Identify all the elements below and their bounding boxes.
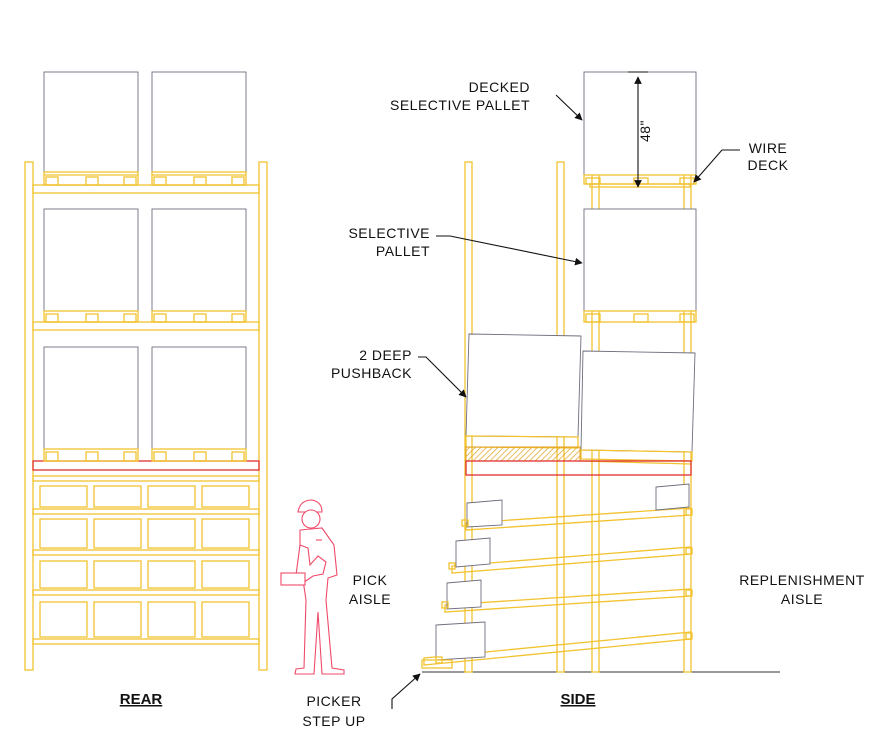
pick-aisle-label-2: AISLE (349, 591, 391, 607)
selective-label-1: SELECTIVE (348, 225, 430, 241)
rear-uprights (24, 161, 268, 671)
person-figure (280, 499, 345, 675)
pushback-label-2: PUSHBACK (331, 365, 412, 381)
selective-label-2: PALLET (376, 243, 430, 259)
decked-label-1: DECKED (469, 79, 530, 95)
replenishment-label-1: REPLENISHMENT (739, 572, 865, 588)
side-carton-flow (423, 483, 693, 666)
dimension-48: 48" (637, 120, 653, 142)
rear-red-beam (32, 460, 260, 471)
rear-low-pallets (43, 346, 247, 462)
side-red-beam (465, 460, 692, 476)
pick-aisle-label-1: PICK (353, 572, 388, 588)
rear-view (24, 71, 268, 671)
rear-beams (32, 184, 260, 645)
side-decked-pallet (583, 71, 697, 188)
rear-carton-grid (39, 485, 250, 638)
wire-deck-label-2: DECK (748, 157, 789, 173)
wire-deck-label-1: WIRE (749, 140, 788, 156)
labels: REAR SIDE DECKED SELECTIVE PALLET 48" WI… (120, 79, 865, 729)
pushback-label-1: 2 DEEP (359, 347, 412, 363)
decked-label-2: SELECTIVE PALLET (390, 97, 530, 113)
rear-mid-pallets (43, 208, 247, 323)
picker-step-up (421, 659, 453, 669)
leader-lines (391, 94, 740, 709)
rear-top-pallets (43, 71, 247, 186)
side-view (421, 71, 780, 673)
side-view-title: SIDE (560, 691, 595, 708)
side-pushback (465, 333, 696, 476)
side-selective-pallet (583, 208, 697, 323)
rear-view-title: REAR (120, 691, 163, 708)
step-up-label-2: STEP UP (302, 713, 365, 729)
step-up-label-1: PICKER (306, 693, 361, 709)
replenishment-label-2: AISLE (781, 591, 823, 607)
